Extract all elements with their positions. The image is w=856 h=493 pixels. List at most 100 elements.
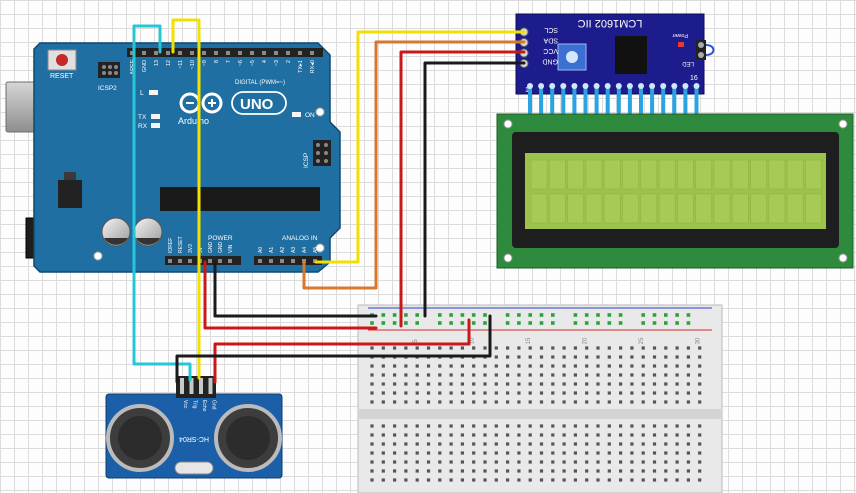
terminal-hole[interactable]	[573, 400, 577, 404]
terminal-hole[interactable]	[652, 364, 657, 368]
terminal-hole[interactable]	[494, 478, 498, 482]
terminal-hole[interactable]	[426, 478, 431, 482]
terminal-hole[interactable]	[506, 346, 510, 350]
terminal-hole[interactable]	[472, 433, 476, 437]
terminal-hole[interactable]	[573, 478, 577, 482]
terminal-hole[interactable]	[664, 424, 668, 428]
terminal-hole[interactable]	[619, 373, 623, 377]
rail-hole[interactable]	[449, 321, 453, 325]
rail-hole[interactable]	[392, 321, 397, 325]
terminal-hole[interactable]	[562, 469, 566, 473]
terminal-hole[interactable]	[426, 364, 431, 368]
terminal-hole[interactable]	[528, 442, 532, 446]
terminal-hole[interactable]	[585, 373, 589, 377]
terminal-hole[interactable]	[415, 442, 419, 446]
terminal-hole[interactable]	[517, 391, 521, 395]
rail-hole[interactable]	[607, 313, 612, 317]
digital-pin-hole[interactable]	[250, 51, 254, 55]
terminal-hole[interactable]	[393, 469, 397, 473]
terminal-hole[interactable]	[506, 364, 510, 368]
terminal-hole[interactable]	[630, 355, 634, 359]
power-pin-hole[interactable]	[208, 259, 212, 263]
terminal-hole[interactable]	[381, 346, 385, 350]
terminal-hole[interactable]	[449, 346, 453, 350]
terminal-hole[interactable]	[438, 451, 442, 455]
terminal-hole[interactable]	[393, 373, 397, 377]
terminal-hole[interactable]	[472, 469, 476, 473]
terminal-hole[interactable]	[664, 460, 668, 464]
terminal-hole[interactable]	[652, 460, 657, 464]
terminal-hole[interactable]	[438, 433, 442, 437]
rail-hole[interactable]	[460, 321, 465, 325]
terminal-hole[interactable]	[370, 364, 374, 368]
terminal-hole[interactable]	[585, 346, 589, 350]
terminal-hole[interactable]	[381, 400, 385, 404]
rail-hole[interactable]	[471, 321, 476, 325]
terminal-hole[interactable]	[585, 451, 589, 455]
terminal-hole[interactable]	[506, 373, 510, 377]
terminal-hole[interactable]	[404, 424, 408, 428]
terminal-hole[interactable]	[675, 433, 679, 437]
digital-pin-hole[interactable]	[286, 51, 290, 55]
terminal-hole[interactable]	[596, 478, 600, 482]
terminal-hole[interactable]	[641, 355, 645, 359]
terminal-hole[interactable]	[472, 382, 476, 386]
terminal-hole[interactable]	[528, 364, 532, 368]
terminal-hole[interactable]	[528, 355, 532, 359]
terminal-hole[interactable]	[483, 451, 487, 455]
terminal-hole[interactable]	[686, 460, 690, 464]
terminal-hole[interactable]	[596, 451, 600, 455]
terminal-hole[interactable]	[573, 364, 577, 368]
terminal-hole[interactable]	[664, 373, 668, 377]
terminal-hole[interactable]	[483, 433, 487, 437]
rail-hole[interactable]	[551, 313, 555, 317]
terminal-hole[interactable]	[426, 373, 431, 377]
rail-hole[interactable]	[415, 313, 419, 317]
terminal-hole[interactable]	[562, 460, 566, 464]
terminal-hole[interactable]	[460, 373, 464, 377]
power-pin-hole[interactable]	[188, 259, 192, 263]
terminal-hole[interactable]	[370, 451, 374, 455]
terminal-hole[interactable]	[517, 400, 521, 404]
digital-pin-hole[interactable]	[298, 51, 302, 55]
terminal-hole[interactable]	[619, 391, 623, 395]
terminal-hole[interactable]	[551, 346, 555, 350]
terminal-hole[interactable]	[562, 346, 566, 350]
rail-hole[interactable]	[517, 313, 521, 317]
terminal-hole[interactable]	[506, 424, 510, 428]
rail-hole[interactable]	[664, 313, 668, 317]
terminal-hole[interactable]	[641, 346, 645, 350]
rail-hole[interactable]	[573, 313, 578, 317]
terminal-hole[interactable]	[528, 400, 532, 404]
terminal-hole[interactable]	[551, 469, 555, 473]
terminal-hole[interactable]	[675, 355, 679, 359]
terminal-hole[interactable]	[573, 373, 577, 377]
terminal-hole[interactable]	[596, 355, 600, 359]
power-pin-hole[interactable]	[168, 259, 172, 263]
terminal-hole[interactable]	[460, 442, 464, 446]
terminal-hole[interactable]	[698, 400, 702, 404]
terminal-hole[interactable]	[506, 391, 510, 395]
rail-hole[interactable]	[675, 321, 679, 325]
terminal-hole[interactable]	[686, 433, 690, 437]
terminal-hole[interactable]	[460, 478, 464, 482]
rail-hole[interactable]	[686, 321, 691, 325]
terminal-hole[interactable]	[675, 391, 679, 395]
terminal-hole[interactable]	[528, 373, 532, 377]
terminal-hole[interactable]	[494, 400, 498, 404]
terminal-hole[interactable]	[426, 451, 431, 455]
terminal-hole[interactable]	[370, 469, 374, 473]
terminal-hole[interactable]	[494, 382, 498, 386]
rail-hole[interactable]	[607, 321, 612, 325]
terminal-hole[interactable]	[619, 424, 623, 428]
digital-pin-hole[interactable]	[214, 51, 218, 55]
terminal-hole[interactable]	[562, 442, 566, 446]
terminal-hole[interactable]	[370, 424, 374, 428]
terminal-hole[interactable]	[438, 460, 442, 464]
terminal-hole[interactable]	[573, 424, 577, 428]
terminal-hole[interactable]	[664, 469, 668, 473]
terminal-hole[interactable]	[494, 346, 498, 350]
terminal-hole[interactable]	[596, 433, 600, 437]
terminal-hole[interactable]	[528, 382, 532, 386]
terminal-hole[interactable]	[472, 478, 476, 482]
